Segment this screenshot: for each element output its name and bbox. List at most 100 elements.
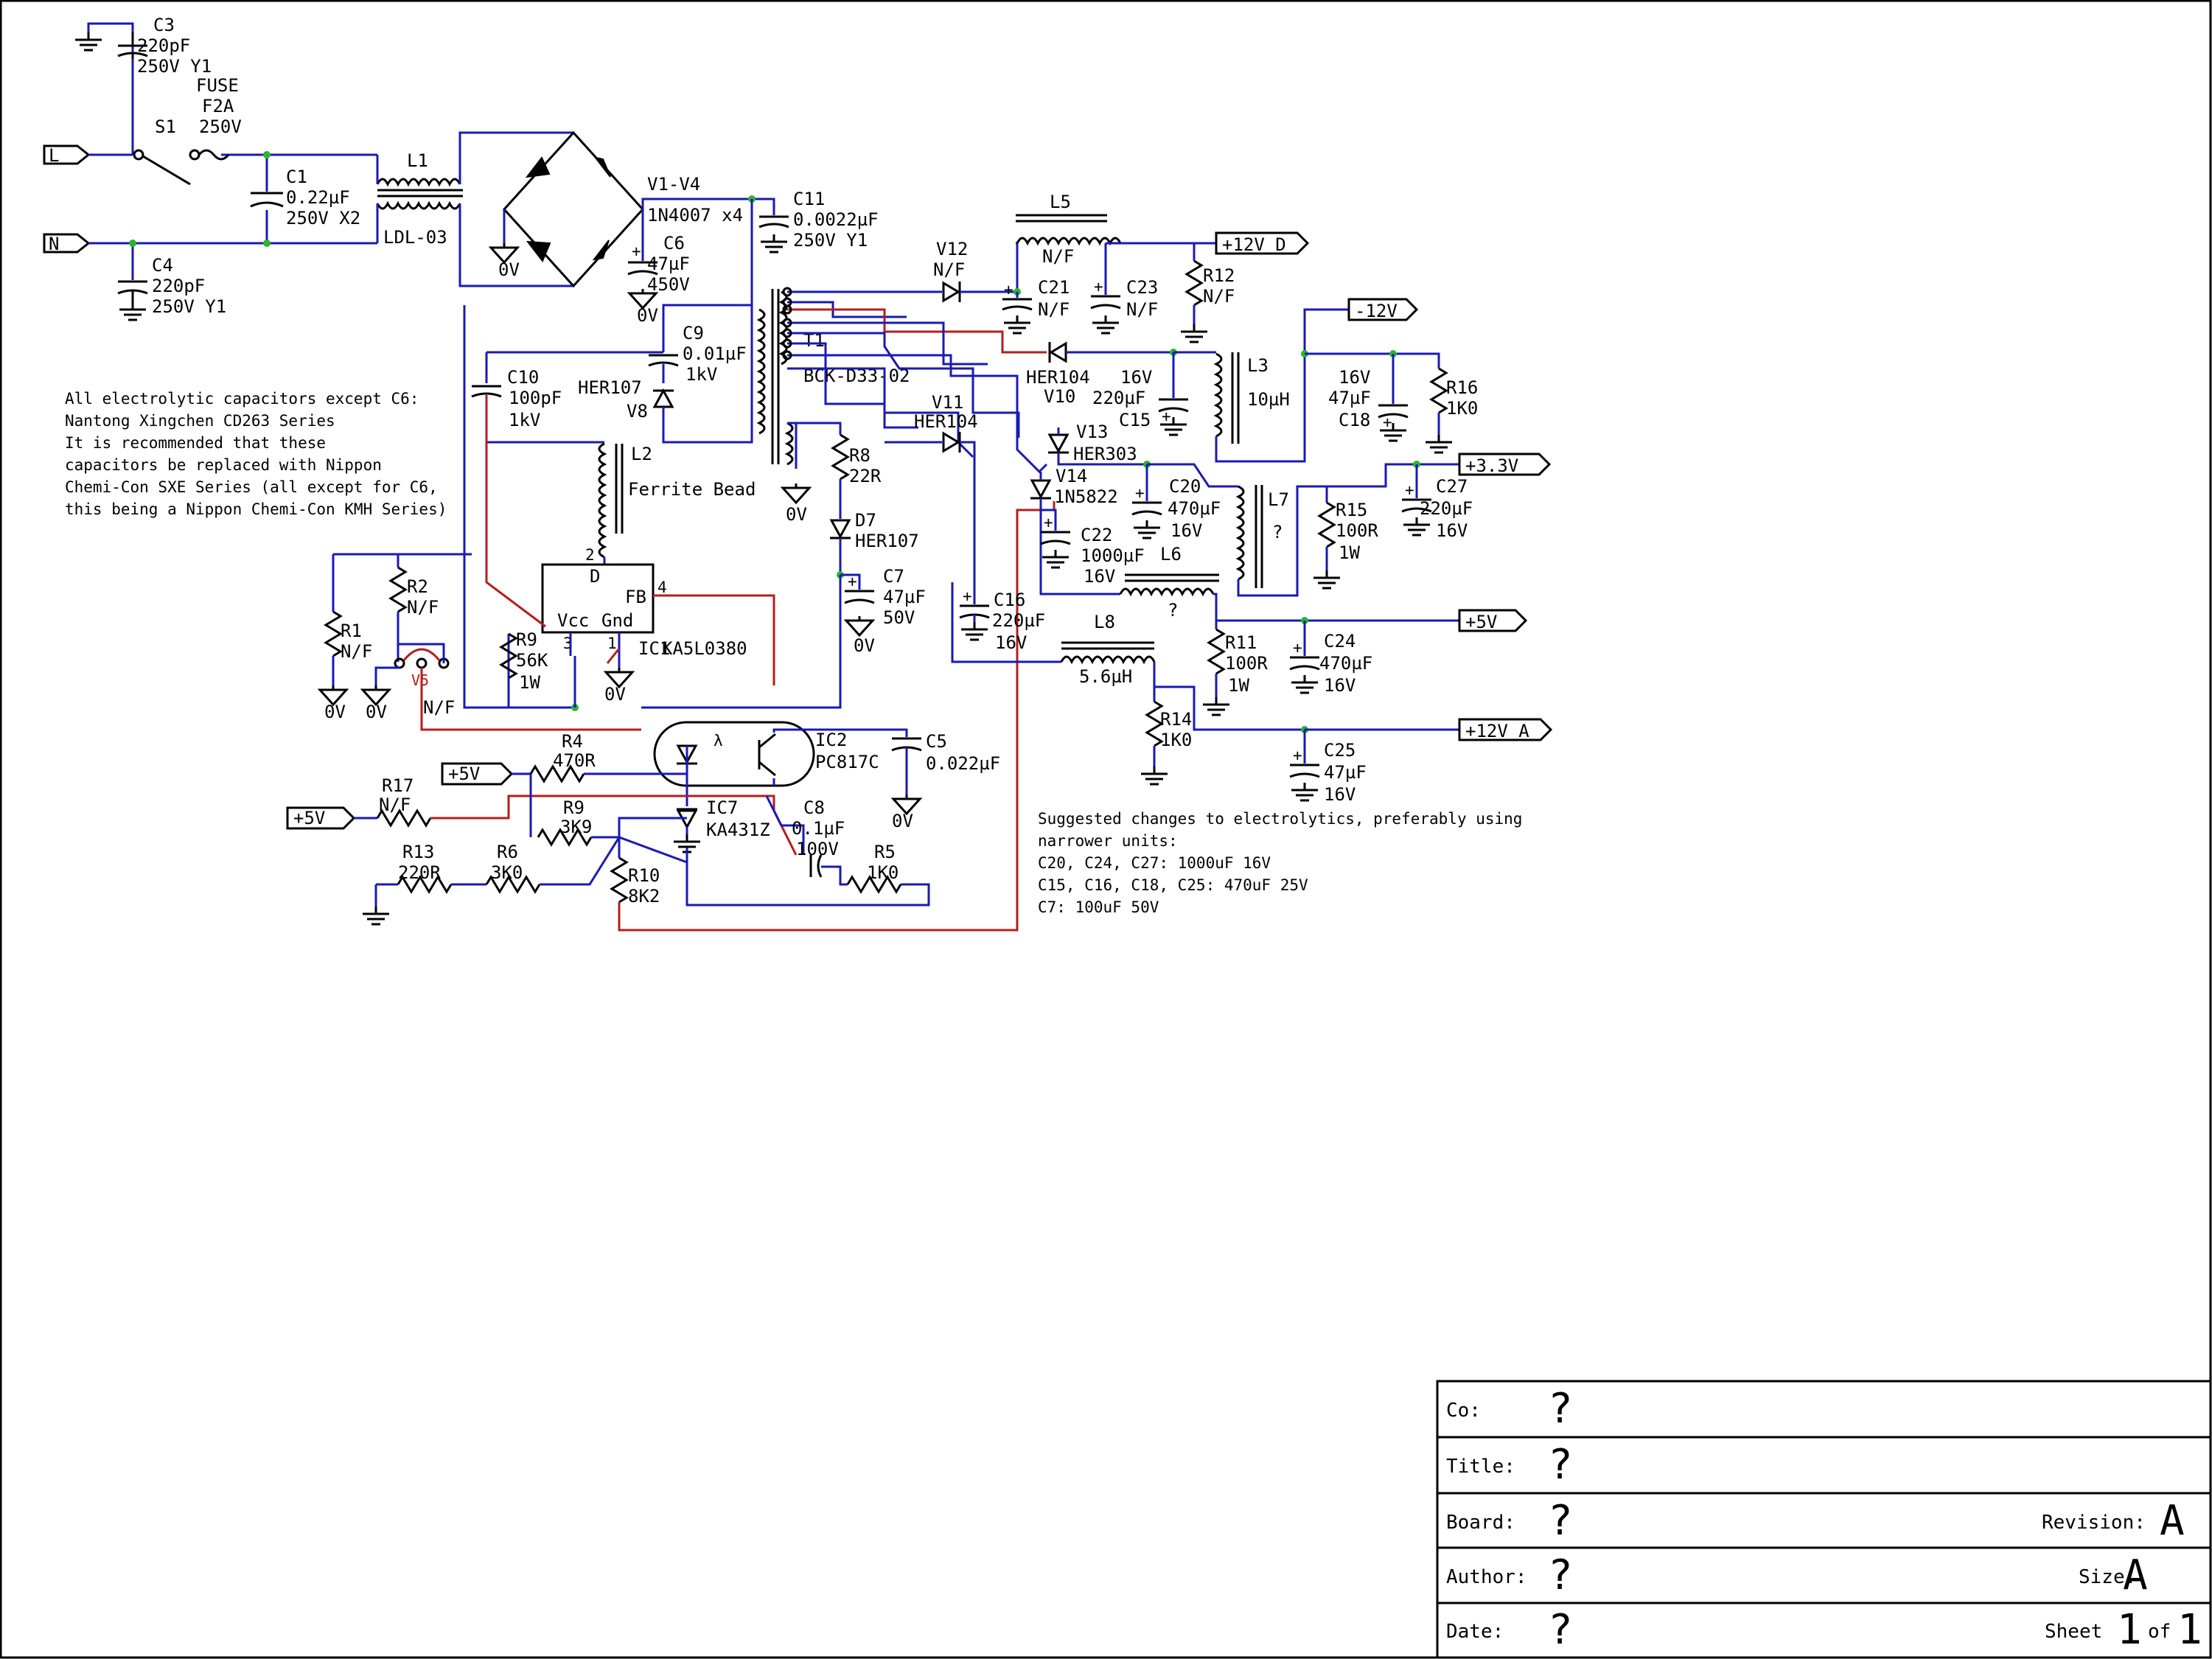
svg-text:Board:: Board: — [1446, 1512, 1515, 1534]
svg-text:It is recommended that these: It is recommended that these — [65, 434, 326, 452]
svg-text:IC7: IC7 — [706, 797, 738, 818]
svg-text:C18: C18 — [1339, 410, 1370, 430]
svg-text:R8: R8 — [849, 445, 871, 466]
rail-5v-3v3: + + + — [885, 392, 1553, 805]
svg-text:16V: 16V — [1324, 675, 1356, 696]
svg-text:+: + — [1135, 484, 1145, 502]
svg-text:V5: V5 — [411, 671, 429, 689]
svg-text:C7: C7 — [883, 566, 904, 587]
port-5v: +5V — [1458, 609, 1528, 632]
input-section: L N S1 FUSE F2A 250V — [43, 15, 573, 321]
svg-text:220R: 220R — [398, 862, 441, 883]
rail-minus-12v: + + -12V HER104 V10 16V 220µF C15 L3 10µ… — [1002, 298, 1478, 463]
svg-text:Vcc: Vcc — [557, 610, 589, 631]
title-block-date: Date: ? Sheet 1 of 1 — [1446, 1606, 2202, 1654]
svg-text:0V: 0V — [786, 504, 807, 525]
svg-text:220pF: 220pF — [137, 35, 190, 56]
svg-text:C15: C15 — [1119, 410, 1151, 430]
primary-snubber: C9 0.01µF 1kV C10 100pF 1kV HER107 V8 — [471, 199, 753, 444]
svg-text:47µF: 47µF — [647, 254, 690, 274]
r1-r2-v5-group: 0V R1 N/F R2 N/F 0V V5 N/F — [318, 553, 641, 731]
svg-text:5.6µH: 5.6µH — [1079, 666, 1132, 687]
svg-text:Size:: Size: — [2079, 1566, 2136, 1588]
svg-text:47µF: 47µF — [883, 587, 926, 607]
svg-text:+: + — [848, 573, 857, 590]
svg-text:Sheet: Sheet — [2045, 1621, 2102, 1643]
port-5v-r17: +5V — [286, 806, 356, 830]
aux-winding: + 0V R8 22R D7 HER107 C7 47µF 50V — [641, 422, 926, 709]
svg-text:450V: 450V — [647, 274, 690, 295]
svg-text:C9: C9 — [683, 323, 704, 343]
svg-text:250V Y1: 250V Y1 — [793, 230, 868, 251]
svg-text:220µF: 220µF — [992, 610, 1045, 631]
svg-text:1W: 1W — [1339, 542, 1360, 563]
svg-text:16V: 16V — [1436, 520, 1468, 541]
svg-text:L2: L2 — [631, 444, 652, 464]
svg-text:+12V_D: +12V_D — [1222, 234, 1286, 255]
capacitor-c1: C1 0.22µF 250V X2 — [250, 167, 360, 228]
svg-text:HER104: HER104 — [914, 411, 978, 432]
svg-text:A: A — [2160, 1497, 2185, 1545]
title-block-board: Board: ? Revision: A — [1446, 1497, 2185, 1545]
svg-text:KA5L0380: KA5L0380 — [662, 638, 747, 659]
svg-text:470µF: 470µF — [1168, 498, 1221, 519]
svg-text:Revision:: Revision: — [2042, 1512, 2146, 1534]
capacitor-c5: 0V C5 0.022µF — [891, 731, 1000, 831]
svg-text:10µH: 10µH — [1247, 389, 1290, 410]
port-n: N — [43, 233, 91, 254]
svg-text:F2A: F2A — [202, 96, 234, 116]
svg-text:Suggested changes to electroly: Suggested changes to electrolytics, pref… — [1038, 810, 1522, 828]
svg-text:R6: R6 — [497, 842, 518, 862]
ic1-ka5l0380: D FB Vcc Gnd 2 4 3 1 0V IC1 KA5L0380 — [541, 546, 775, 705]
svg-text:+5V: +5V — [1465, 612, 1497, 632]
svg-text:1kV: 1kV — [685, 364, 717, 385]
svg-text:N/F: N/F — [1126, 299, 1158, 320]
svg-text:?: ? — [1548, 1385, 1573, 1433]
feedback-network: +5V R4 470R IC7 KA431Z +5V R17 N/F R9 3K… — [286, 501, 1056, 932]
svg-text:C27: C27 — [1436, 476, 1468, 497]
svg-text:16V: 16V — [1170, 520, 1202, 541]
svg-text:of: of — [2148, 1621, 2171, 1643]
svg-text:L5: L5 — [1050, 192, 1071, 212]
svg-text:R4: R4 — [562, 731, 583, 752]
svg-text:Title:: Title: — [1446, 1456, 1515, 1478]
svg-text:?: ? — [1272, 522, 1283, 542]
svg-text:L1: L1 — [407, 150, 428, 171]
startup-resistor-r9: R9 56K 1W — [463, 305, 579, 711]
svg-text:FB: FB — [625, 587, 646, 607]
svg-text:250V Y1: 250V Y1 — [152, 296, 226, 317]
svg-text:C16: C16 — [994, 590, 1025, 610]
svg-text:Co:: Co: — [1446, 1400, 1481, 1422]
svg-text:C24: C24 — [1324, 631, 1356, 652]
svg-text:Ferrite Bead: Ferrite Bead — [628, 479, 756, 500]
svg-text:56K: 56K — [516, 650, 548, 671]
choke-l1: L1 LDL-03 — [376, 131, 573, 287]
svg-text:L8: L8 — [1094, 612, 1115, 632]
svg-text:λ: λ — [714, 732, 723, 750]
svg-text:N/F: N/F — [423, 697, 455, 718]
svg-text:1: 1 — [2117, 1606, 2142, 1654]
svg-text:C25: C25 — [1324, 740, 1356, 761]
svg-text:0.022µF: 0.022µF — [926, 753, 1000, 774]
svg-text:V13: V13 — [1076, 422, 1108, 442]
svg-text:0.22µF: 0.22µF — [286, 187, 350, 208]
svg-text:+: + — [1293, 639, 1302, 657]
svg-text:+: + — [632, 242, 641, 260]
title-block-co: Co: ? — [1446, 1385, 1573, 1433]
svg-text:R9: R9 — [563, 797, 585, 818]
svg-text:+: + — [1383, 413, 1392, 431]
svg-text:2: 2 — [585, 546, 595, 564]
svg-text:R5: R5 — [874, 842, 896, 862]
svg-text:?: ? — [1548, 1606, 1573, 1654]
svg-text:C7: 100uF 50V: C7: 100uF 50V — [1038, 898, 1159, 916]
svg-text:250V Y1: 250V Y1 — [137, 56, 212, 77]
bridge-rectifier: 0V V1-V4 1N4007 x4 — [489, 130, 752, 288]
svg-text:R14: R14 — [1160, 709, 1192, 730]
svg-text:100pF: 100pF — [509, 388, 562, 408]
svg-text:N/F: N/F — [341, 641, 372, 662]
svg-text:Gnd: Gnd — [601, 610, 633, 631]
svg-text:C23: C23 — [1126, 277, 1158, 298]
svg-text:1N4007 x4: 1N4007 x4 — [647, 205, 743, 226]
title-block-author: Author: ? Size: A — [1446, 1551, 2148, 1599]
